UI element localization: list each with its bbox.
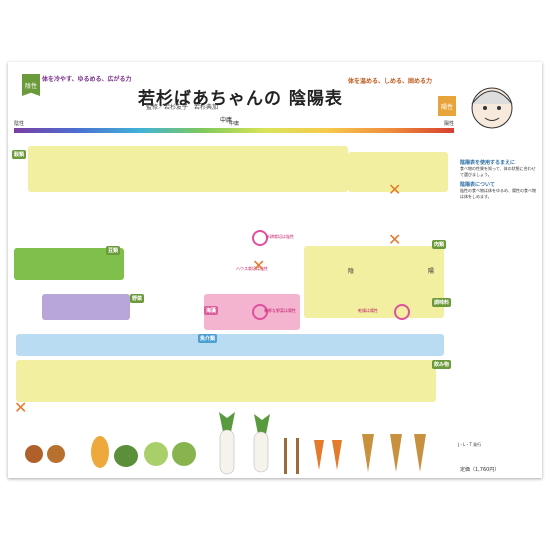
cat-grains: 穀類 (12, 150, 27, 159)
dandelion-icon (362, 434, 426, 472)
subtitle: 監修／若杉友子 若杉典加 (146, 104, 219, 111)
side-text: 陰陽表を使用するまえに 食べ物の性質を知って、体の状態に合わせて選びましょう。 … (460, 156, 538, 200)
band-bottom (16, 360, 436, 402)
marker-ring-3 (394, 304, 410, 320)
cat-meat: 肉類 (432, 240, 447, 249)
cat-beans: 豆類 (106, 246, 121, 255)
cat-seaweed: 海藻 (204, 306, 219, 315)
side-text-2: 陰性の食べ物は体をゆるめ、陽性の食べ物は体をしめます。 (460, 188, 536, 199)
chestnut-icon (25, 445, 65, 463)
label-fresh: 新鮮な野菜は陽性 (264, 308, 296, 313)
yang-note: 体を温める、しめる、固める力 (348, 78, 433, 85)
yin-yang-spectrum (14, 128, 454, 133)
yin-badge-label: 陰性 (24, 82, 37, 90)
scale-axis: 陰性 中庸 陽性 (14, 120, 454, 127)
vegetable-illustrations (25, 412, 426, 475)
band-fish (16, 334, 444, 356)
yang-sign: 陽 (428, 268, 435, 275)
band-purple (42, 294, 130, 320)
label-hydroponic: 水耕栽培は陰性 (266, 234, 294, 239)
cat-fish: 魚介類 (198, 334, 218, 343)
scale-yang: 陽性 (443, 121, 454, 127)
radish-icon (219, 412, 270, 475)
carrot-icon (314, 440, 342, 470)
cat-seasoning: 調味料 (432, 298, 452, 307)
cat-drinks: 飲み物 (432, 360, 452, 369)
cross-icon-2: ✕ (388, 180, 402, 199)
band-right (304, 246, 444, 318)
marker-ring-2 (252, 304, 268, 320)
center-label: 中庸 (220, 117, 233, 124)
marker-ring-1 (252, 230, 268, 246)
cross-icon-4: ✕ (14, 398, 28, 417)
yang-badge-label: 陽性 (440, 103, 453, 111)
cross-icon-1: ✕ (252, 256, 266, 275)
yin-sign: 陰 (348, 268, 355, 275)
page-title: 若杉ばあちゃんの 陰陽表 (138, 89, 343, 109)
publisher-footer: J・L・T 発行 (458, 442, 482, 447)
yang-badge: 陽性 (438, 96, 456, 116)
label-dried: 乾燥は陽性 (358, 308, 378, 313)
chart-sheet: 陰性 体を冷やす、ゆるめる、広がる力 若杉ばあちゃんの 陰陽表 監修／若杉友子 … (8, 62, 542, 478)
side-text-1: 食べ物の性質を知って、体の状態に合わせて選びましょう。 (460, 166, 536, 177)
portrait-icon (471, 87, 513, 129)
pumpkin-icon (91, 436, 138, 468)
burdock-icon (284, 438, 299, 474)
yin-note: 体を冷やす、ゆるめる、広がる力 (42, 76, 132, 83)
band-grains (28, 146, 348, 192)
side-heading-2: 陰陽表について (460, 182, 495, 188)
side-heading-1: 陰陽表を使用するまえに (460, 160, 516, 166)
cross-icon-3: ✕ (388, 230, 402, 249)
yin-badge: 陰性 (22, 74, 40, 96)
band-top-right (348, 152, 448, 192)
band-beans (14, 248, 124, 280)
cabbage-icon (144, 442, 196, 466)
scale-yin: 陰性 (14, 121, 25, 127)
label-greenhouse: ハウス栽培は陰性 (236, 266, 268, 271)
price: 定価（1,760円） (460, 467, 500, 473)
scale-mid: 中庸 (228, 121, 239, 127)
cat-vegetables: 野菜 (130, 294, 145, 303)
